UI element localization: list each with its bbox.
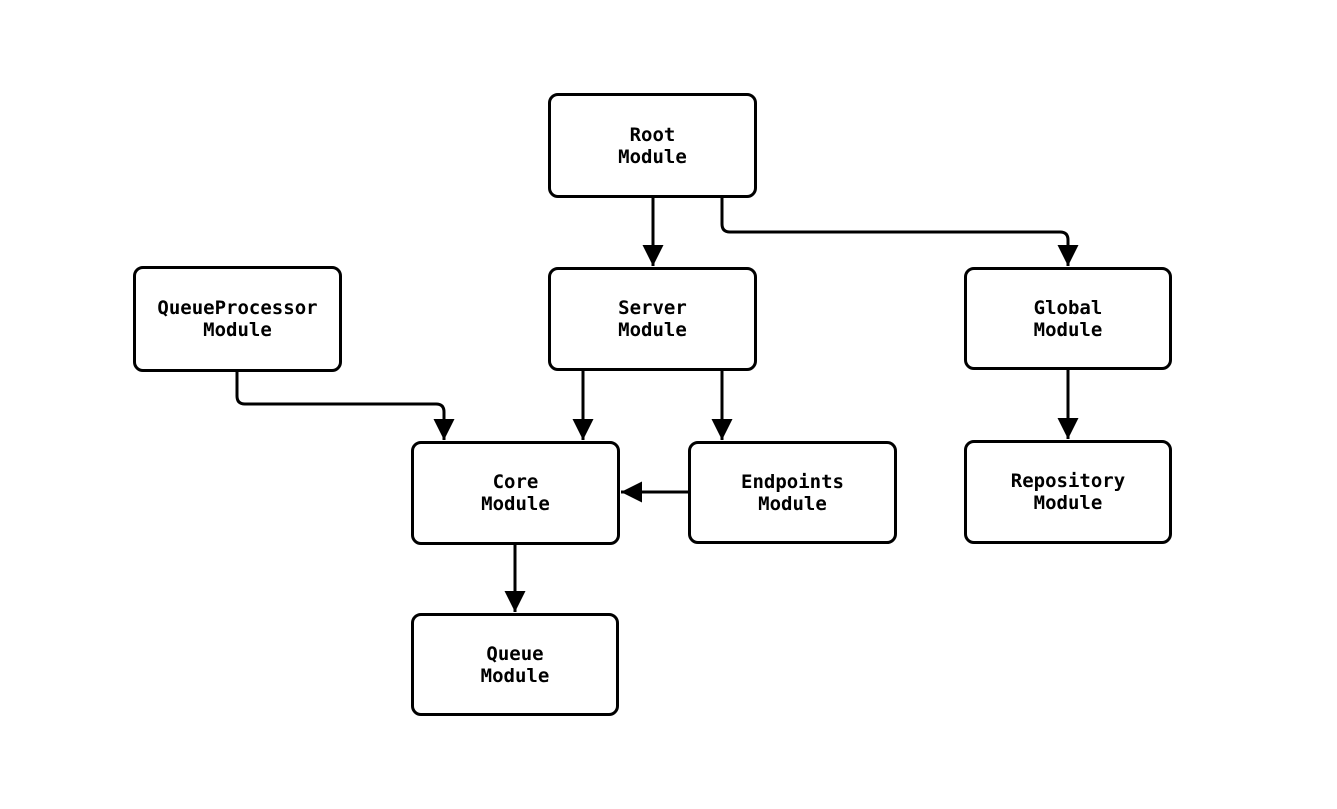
node-repository-module: Repository Module [964,440,1172,544]
node-root-module: Root Module [548,93,757,198]
node-core-module: Core Module [411,441,620,545]
node-global-module: Global Module [964,267,1172,370]
edge-root-to-global-arrow [720,198,1079,266]
node-queueprocessor-module: QueueProcessor Module [133,266,342,372]
edge-queueprocessor-to-core-arrow [235,372,455,440]
node-queue-module: Queue Module [411,613,619,716]
node-endpoints-module: Endpoints Module [688,441,897,544]
node-server-module: Server Module [548,267,757,371]
